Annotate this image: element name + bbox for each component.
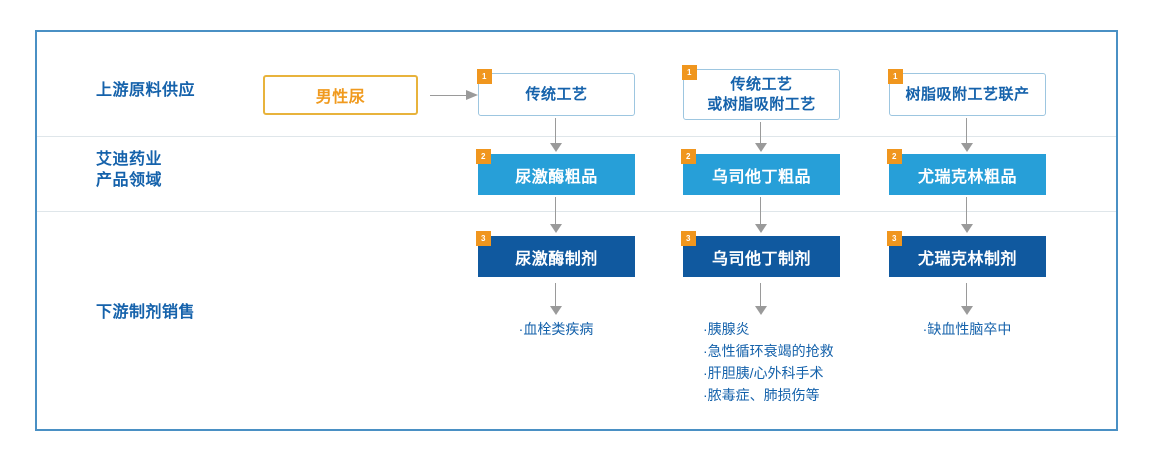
arrow-prep-to-indications-col-3 (960, 283, 974, 315)
node-process-traditional-label: 传统工艺 (525, 85, 588, 103)
node-prep-urokinase[interactable]: 3 尿激酶制剂 (476, 231, 635, 277)
arrow-prep-to-indications-col-2 (754, 283, 768, 315)
badge-step-2-col-2: 2 (681, 149, 696, 164)
badge-step-3-col-2: 3 (681, 231, 696, 246)
node-prep-ulinastatin[interactable]: 3 乌司他丁制剂 (681, 231, 840, 277)
arrow-prep-to-indications-col-1 (549, 283, 563, 315)
node-source-label: 男性尿 (315, 89, 366, 106)
indications-list-col-1: ·血栓类疾病 (476, 318, 636, 340)
badge-step-3-col-3: 3 (887, 231, 902, 246)
node-crude-urinary-kallidinogenase[interactable]: 2 尤瑞克林粗品 (887, 149, 1046, 195)
arrow-process-to-crude-col-1 (549, 118, 563, 152)
node-process-traditional[interactable]: 1 传统工艺 (477, 69, 635, 116)
node-source-male-urine[interactable]: 男性尿 (263, 75, 418, 115)
badge-step-2-col-1: 2 (476, 149, 491, 164)
indication-item: ·肝胆胰/心外科手术 (703, 365, 824, 381)
node-process-resin-coproduction[interactable]: 1 树脂吸附工艺联产 (888, 69, 1046, 116)
arrow-process-to-crude-col-2 (754, 122, 768, 152)
indication-item: ·胰腺炎 (703, 321, 750, 337)
row-label-downstream: 下游制剂销售 (96, 304, 196, 321)
badge-step-2-col-3: 2 (887, 149, 902, 164)
arrow-process-to-crude-col-3 (960, 118, 974, 152)
badge-step-3-col-1: 3 (476, 231, 491, 246)
node-crude-ulinastatin-label: 乌司他丁粗品 (711, 168, 811, 186)
arrow-crude-to-prep-col-2 (754, 197, 768, 233)
badge-step-1-col-2: 1 (682, 65, 697, 80)
indication-item: ·脓毒症、肺损伤等 (703, 387, 820, 403)
arrow-crude-to-prep-col-3 (960, 197, 974, 233)
node-crude-urinary-kallidinogenase-label: 尤瑞克林粗品 (917, 168, 1017, 186)
badge-step-1-col-1: 1 (477, 69, 492, 84)
node-crude-urokinase[interactable]: 2 尿激酶粗品 (476, 149, 635, 195)
node-process-traditional-or-resin[interactable]: 1 传统工艺 或树脂吸附工艺 (682, 65, 840, 120)
arrow-source-to-process (430, 90, 478, 100)
indication-item: ·缺血性脑卒中 (922, 321, 1012, 337)
node-crude-ulinastatin[interactable]: 2 乌司他丁粗品 (681, 149, 840, 195)
node-prep-urinary-kallidinogenase[interactable]: 3 尤瑞克林制剂 (887, 231, 1046, 277)
node-process-resin-coproduction-label: 树脂吸附工艺联产 (905, 85, 1030, 103)
node-prep-ulinastatin-label: 乌司他丁制剂 (711, 250, 811, 268)
node-crude-urokinase-label: 尿激酶粗品 (515, 168, 598, 186)
row-label-products: 艾迪药业 产品领域 (96, 151, 163, 189)
indications-list-col-2: ·胰腺炎 ·急性循环衰竭的抢救 ·肝胆胰/心外科手术 ·脓毒症、肺损伤等 (703, 318, 834, 406)
indications-list-col-3: ·缺血性脑卒中 (887, 318, 1047, 340)
node-process-traditional-or-resin-label: 传统工艺 或树脂吸附工艺 (707, 75, 816, 113)
row-label-upstream: 上游原料供应 (96, 82, 196, 99)
node-prep-urinary-kallidinogenase-label: 尤瑞克林制剂 (917, 250, 1017, 268)
row-divider-upstream-products (37, 136, 1116, 137)
indication-item: ·急性循环衰竭的抢救 (703, 343, 834, 359)
node-prep-urokinase-label: 尿激酶制剂 (515, 250, 598, 268)
indication-item: ·血栓类疾病 (518, 321, 594, 337)
row-divider-products-downstream (37, 211, 1116, 212)
arrow-crude-to-prep-col-1 (549, 197, 563, 233)
badge-step-1-col-3: 1 (888, 69, 903, 84)
